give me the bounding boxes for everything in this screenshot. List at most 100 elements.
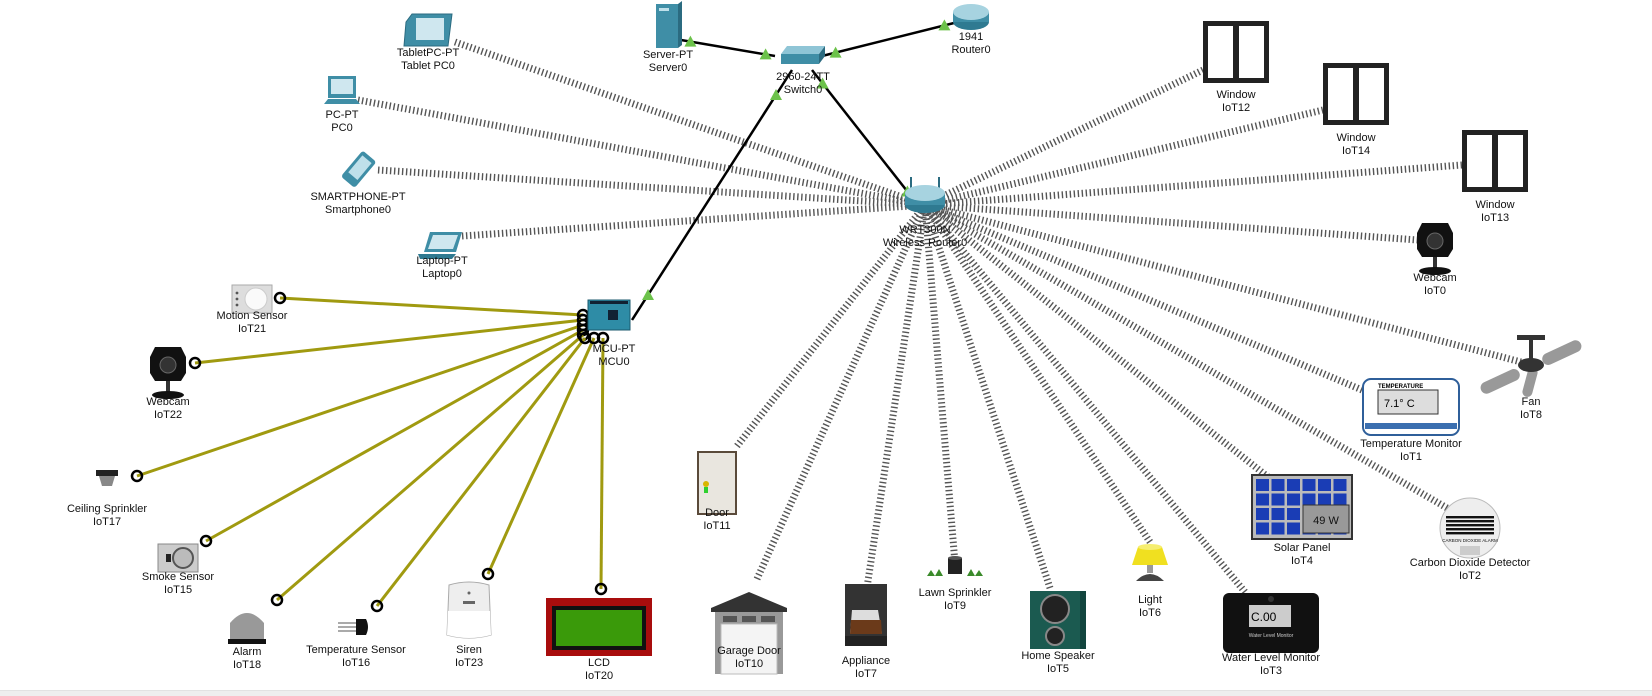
coffee-maker-icon (845, 584, 887, 646)
device-model-label: Laptop-PT (416, 255, 468, 267)
ethernet-link-server-switch[interactable] (680, 38, 776, 58)
wireless-link-iot9[interactable] (921, 204, 959, 564)
wireless-link-pc[interactable] (357, 96, 926, 209)
device-name-label: IoT16 (342, 657, 370, 669)
device-name-label: Laptop0 (422, 268, 462, 280)
iot-cable-link-iot16[interactable] (375, 337, 587, 607)
svg-text:7.1° C: 7.1° C (1384, 398, 1415, 410)
ethernet-link-switch-mcu[interactable] (630, 69, 794, 321)
device-model-label: Fan (1522, 396, 1541, 408)
port-connector-icon (594, 582, 608, 596)
device-model-label: PC-PT (326, 109, 359, 121)
wireless-link-iot10[interactable] (753, 203, 929, 581)
iot-cable-link-iot20[interactable] (599, 337, 605, 590)
webcam-icon (150, 347, 186, 399)
device-model-label: LCD (588, 657, 610, 669)
switch-icon (781, 46, 825, 64)
wireless-link-iot5[interactable] (921, 203, 1054, 590)
link-up-indicator-icon (759, 48, 772, 60)
wireless-link-iot1[interactable] (923, 201, 1364, 394)
device-name-label: Tablet PC0 (401, 60, 455, 72)
iot-cable-link-iot23[interactable] (486, 337, 596, 575)
iot-cable-link-iot22[interactable] (194, 318, 584, 365)
device-model-label: Alarm (233, 646, 262, 658)
port-connector-icon (188, 356, 202, 370)
ethernet-link-switch-wrouter[interactable] (811, 69, 919, 206)
device-name-label: IoT14 (1342, 145, 1370, 157)
device-model-label: Motion Sensor (217, 310, 288, 322)
wireless-link-iot8[interactable] (924, 201, 1522, 366)
wireless-link-iot2[interactable] (923, 201, 1449, 512)
wireless-link-iot6[interactable] (922, 203, 1153, 544)
window-icon (1203, 21, 1269, 83)
garage-door-icon (711, 592, 787, 675)
door-icon (697, 451, 737, 515)
wireless-link-smartphone[interactable] (377, 166, 926, 209)
device-model-label: Ceiling Sprinkler (67, 503, 147, 515)
svg-text:Water Level Monitor: Water Level Monitor (1249, 633, 1294, 639)
iot-cable-link-iot15[interactable] (205, 328, 584, 543)
ethernet-link-router-switch[interactable] (821, 20, 959, 58)
desktop-pc-icon (324, 76, 360, 104)
device-name-label: IoT9 (944, 600, 966, 612)
wireless-link-iot7[interactable] (862, 204, 929, 595)
device-model-label: Window (1336, 132, 1375, 144)
iot-cable-link-iot17[interactable] (136, 323, 584, 478)
lamp-icon (1132, 544, 1168, 581)
tablet-icon (403, 13, 453, 47)
iot-cable-link-iot21[interactable] (279, 296, 584, 317)
device-name-label: IoT5 (1047, 663, 1069, 675)
wireless-link-iot11[interactable] (734, 202, 928, 449)
link-up-indicator-icon (816, 77, 829, 89)
device-model-label: Server-PT (643, 49, 693, 61)
wireless-link-laptop[interactable] (461, 201, 926, 240)
laptop-icon (418, 232, 462, 259)
smartphone-icon (342, 151, 376, 187)
device-model-label: Appliance (842, 655, 890, 667)
wireless-link-iot13[interactable] (924, 161, 1463, 209)
device-model-label: Light (1138, 594, 1162, 606)
device-model-label: Home Speaker (1021, 650, 1095, 662)
wireless-link-tablet[interactable] (453, 38, 927, 209)
iot-cable-link-iot18[interactable] (276, 333, 584, 602)
svg-text:49 W: 49 W (1313, 515, 1339, 527)
wireless-link-iot4[interactable] (922, 202, 1271, 480)
wireless-link-iot14[interactable] (924, 106, 1324, 209)
wireless-link-iot3[interactable] (922, 202, 1248, 595)
device-name-label: IoT3 (1260, 665, 1282, 677)
